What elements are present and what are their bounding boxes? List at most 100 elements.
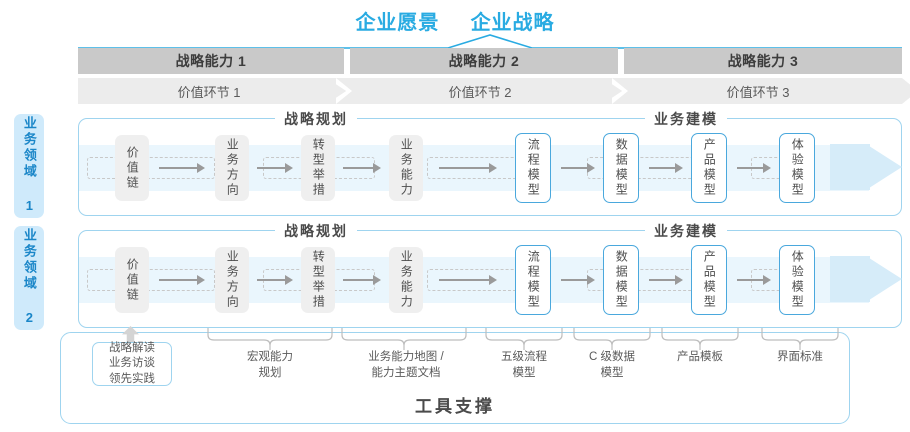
flow-arrow-1-5: [561, 163, 595, 173]
section-title-planning-1: 战略规划: [275, 109, 357, 129]
node-label: 转型举措: [311, 250, 326, 310]
capability-label-3: 战略能力 3: [727, 53, 799, 69]
tool-label-2-line2: 能力主题文档: [371, 366, 441, 379]
node-label: 产品模型: [702, 138, 717, 198]
tool-label-6-line1: 界面标准: [777, 351, 823, 363]
tool-label-1: 宏观能力 规划: [210, 350, 330, 381]
node-label: 业务能力: [399, 250, 414, 310]
value-bar-arrow-tip: [902, 78, 910, 104]
node-planning-1-1[interactable]: 价值链: [115, 135, 149, 201]
flow-band-arrowhead-1: [866, 144, 902, 190]
sidebar-item-domain-1[interactable]: 业务领域 1: [14, 114, 44, 218]
node-label: 体验模型: [790, 138, 805, 198]
tool-label-1-line2: 规划: [258, 366, 282, 379]
tool-label-2-line1: 业务能力地图 /: [368, 351, 444, 363]
top-title-group: 企业愿景 企业战略: [0, 6, 910, 35]
strategic-capability-bar: 战略能力 1 战略能力 2 战略能力 3: [78, 48, 902, 74]
tool-chip-line-3: 领先实践: [109, 372, 155, 385]
value-segment-label-2: 价值环节 2: [448, 84, 512, 100]
tool-label-5-line1: 产品模板: [677, 351, 723, 363]
tool-label-4-line1: C 级数据: [589, 351, 635, 363]
node-label: 业务方向: [225, 250, 240, 310]
node-modeling-2-4[interactable]: 体验模型: [779, 245, 815, 315]
capability-cell-1[interactable]: 战略能力 1: [78, 48, 344, 74]
value-segment-cell-2[interactable]: 价值环节 2: [346, 78, 614, 104]
node-planning-2-2[interactable]: 业务方向: [215, 247, 249, 313]
node-planning-1-2[interactable]: 业务方向: [215, 135, 249, 201]
domain-row-1: 价值链 业务方向 转型举措 业务能力 流程模型 数据模型 产品模型 体验模型: [78, 109, 902, 216]
flow-arrow-2-4: [439, 275, 497, 285]
tool-chip-line-2: 业务访谈: [109, 357, 155, 370]
tool-label-4-line2: 模型: [600, 366, 624, 379]
flow-arrow-1-2: [257, 163, 293, 173]
node-label: 流程模型: [526, 138, 541, 198]
value-segment-cell-1[interactable]: 价值环节 1: [78, 78, 340, 104]
node-label: 数据模型: [614, 250, 629, 310]
enterprise-vision-title: 企业愿景: [355, 12, 440, 34]
node-label: 流程模型: [526, 250, 541, 310]
capability-label-2: 战略能力 2: [448, 53, 520, 69]
node-label: 体验模型: [790, 250, 805, 310]
flow-arrow-2-1: [159, 275, 205, 285]
node-modeling-2-3[interactable]: 产品模型: [691, 245, 727, 315]
node-label: 转型举措: [311, 138, 326, 198]
tool-label-1-line1: 宏观能力: [247, 351, 293, 363]
node-planning-2-1[interactable]: 价值链: [115, 247, 149, 313]
node-modeling-2-2[interactable]: 数据模型: [603, 245, 639, 315]
capability-cell-2[interactable]: 战略能力 2: [350, 48, 618, 74]
node-planning-1-3[interactable]: 转型举措: [301, 135, 335, 201]
capability-cell-3[interactable]: 战略能力 3: [624, 48, 902, 74]
flow-band-tail-2: [830, 256, 870, 302]
flow-arrow-2-6: [649, 275, 683, 285]
tool-label-4: C 级数据 模型: [572, 350, 652, 381]
section-title-planning-2: 战略规划: [275, 221, 357, 241]
flow-arrow-2-2: [257, 275, 293, 285]
section-title-modeling-2: 业务建模: [645, 221, 727, 241]
node-label: 数据模型: [614, 138, 629, 198]
node-modeling-1-4[interactable]: 体验模型: [779, 133, 815, 203]
tool-label-3-line1: 五级流程: [501, 351, 547, 363]
section-title-modeling-1: 业务建模: [645, 109, 727, 129]
flow-arrow-1-4: [439, 163, 497, 173]
node-planning-2-4[interactable]: 业务能力: [389, 247, 423, 313]
node-modeling-2-1[interactable]: 流程模型: [515, 245, 551, 315]
enterprise-strategy-title: 企业战略: [470, 12, 555, 34]
node-modeling-1-2[interactable]: 数据模型: [603, 133, 639, 203]
flow-arrow-1-7: [737, 163, 771, 173]
value-segment-label-1: 价值环节 1: [177, 84, 241, 100]
tool-label-5: 产品模板: [660, 350, 740, 366]
tool-support-container: [60, 332, 850, 424]
tool-label-6: 界面标准: [760, 350, 840, 366]
node-label: 价值链: [125, 257, 140, 303]
tool-chip-strategy[interactable]: 战略解读 业务访谈 领先实践: [92, 342, 172, 386]
node-label: 价值链: [125, 145, 140, 191]
sidebar-item-domain-2[interactable]: 业务领域 2: [14, 226, 44, 330]
node-modeling-1-3[interactable]: 产品模型: [691, 133, 727, 203]
tool-brace-connectors: [207, 328, 739, 350]
flow-arrow-2-3: [343, 275, 381, 285]
flow-arrow-1-6: [649, 163, 683, 173]
node-label: 业务方向: [225, 138, 240, 198]
value-segment-cell-3[interactable]: 价值环节 3: [622, 78, 894, 104]
domain-1-label: 业务领域 1: [21, 116, 37, 216]
tool-label-3: 五级流程 模型: [484, 350, 564, 381]
node-label: 产品模型: [702, 250, 717, 310]
node-planning-2-3[interactable]: 转型举措: [301, 247, 335, 313]
tool-support-footer-title: 工具支撑: [415, 397, 495, 416]
flow-arrow-2-5: [561, 275, 595, 285]
flow-band-arrowhead-2: [866, 256, 902, 302]
node-modeling-1-1[interactable]: 流程模型: [515, 133, 551, 203]
capability-label-1: 战略能力 1: [175, 53, 247, 69]
value-segment-bar: 价值环节 1 价值环节 2 价值环节 3: [78, 78, 910, 104]
node-label: 业务能力: [399, 138, 414, 198]
tool-chip-line-1: 战略解读: [109, 341, 155, 354]
flow-band-tail-1: [830, 144, 870, 190]
domain-row-2: 价值链 业务方向 转型举措 业务能力 流程模型 数据模型 产品模型 体验模型: [78, 221, 902, 328]
value-bar-background: [78, 78, 902, 104]
tool-label-3-line2: 模型: [512, 366, 536, 379]
tool-label-2: 业务能力地图 / 能力主题文档: [344, 350, 468, 381]
node-planning-1-4[interactable]: 业务能力: [389, 135, 423, 201]
track-dashed-2a: [87, 269, 215, 291]
track-dashed-1a: [87, 157, 215, 179]
